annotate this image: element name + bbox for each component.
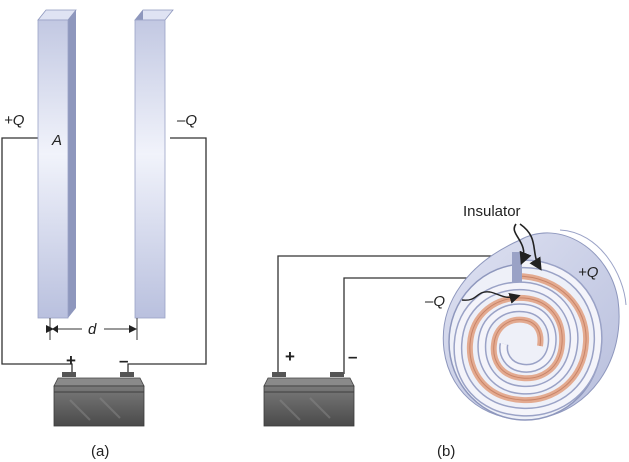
right-charge-label: –Q <box>176 112 197 129</box>
left-plate <box>37 9 77 319</box>
battery-b <box>263 372 355 427</box>
inner-charge-label: –Q <box>424 293 445 310</box>
insulator-label: Insulator <box>463 203 521 220</box>
wire-right <box>127 137 207 374</box>
battery-b-plus: + <box>285 347 295 366</box>
rolled-capacitor <box>442 229 627 421</box>
panel-b: Insulator +Q –Q + – (b) <box>263 203 627 460</box>
plate-area-label: A <box>51 132 62 149</box>
left-charge-label: +Q <box>4 112 25 129</box>
right-plate <box>134 9 174 319</box>
panel-a: d +Q –Q A + – (a) <box>1 9 207 460</box>
insulator-arrow-1 <box>513 223 532 265</box>
battery-b-minus: – <box>348 347 357 366</box>
caption-b: (b) <box>437 443 455 460</box>
battery-a-plus: + <box>66 351 76 370</box>
wire-inner <box>343 277 514 374</box>
wire-outer <box>277 255 514 374</box>
distance-label: d <box>88 321 97 338</box>
inner-charge-arrow <box>461 291 521 304</box>
insulator-arrow-2 <box>519 223 542 271</box>
caption-a: (a) <box>91 443 109 460</box>
battery-a <box>53 372 145 427</box>
outer-charge-label: +Q <box>578 264 599 281</box>
battery-a-minus: – <box>119 351 128 370</box>
distance-dimension <box>46 318 138 340</box>
wire-left <box>1 137 73 374</box>
